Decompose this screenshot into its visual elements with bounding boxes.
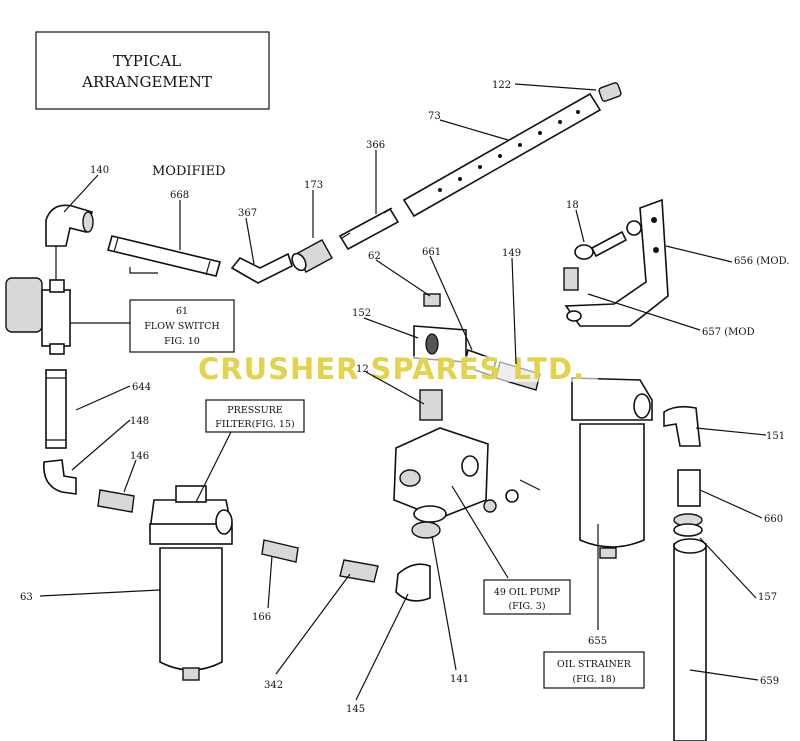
part-145-elbow	[395, 563, 431, 602]
label-644: 644	[132, 382, 151, 393]
callout-flow-switch: 61 FLOW SWITCH FIG. 10	[129, 299, 235, 353]
part-141-fitting	[411, 505, 447, 539]
label-655: 655	[588, 636, 607, 647]
part-157-coupling	[673, 513, 703, 537]
part-668-nipple	[107, 235, 221, 277]
label-18: 18	[566, 200, 579, 211]
label-145: 145	[346, 704, 365, 715]
part-122-plug	[598, 82, 622, 102]
part-73-perforated-pipe	[402, 92, 602, 218]
part-659-pipe	[673, 538, 707, 741]
label-63: 63	[20, 592, 33, 603]
label-152: 152	[352, 308, 371, 319]
pressure-filter-line-1: PRESSURE	[227, 405, 282, 416]
part-657-screw	[563, 267, 582, 322]
label-73: 73	[428, 111, 441, 122]
part-367-street-elbow	[230, 252, 293, 284]
part-656-bracket	[564, 198, 669, 327]
label-166: 166	[252, 612, 271, 623]
part-140-elbow	[45, 204, 94, 247]
title-line-2: ARRANGEMENT	[81, 73, 212, 91]
part-342-union	[339, 559, 379, 583]
part-18-bolt	[574, 220, 642, 260]
title-box: TYPICAL ARRANGEMENT	[35, 31, 270, 110]
label-660: 660	[764, 514, 783, 525]
part-62-plug	[423, 293, 441, 307]
flow-switch-line-3: FIG. 10	[164, 336, 200, 347]
part-151-elbow	[663, 405, 701, 447]
label-157: 157	[758, 592, 777, 603]
label-12: 12	[356, 364, 369, 375]
label-342: 342	[264, 680, 283, 691]
label-657: 657 (MOD	[702, 327, 755, 338]
part-660-nipple	[677, 469, 701, 507]
part-173-coupling	[291, 239, 333, 273]
part-655-oil-strainer	[571, 377, 653, 559]
flow-switch-line-1: 61	[176, 306, 188, 317]
watermark-text: CRUSHER SPARES LTD.	[198, 352, 585, 386]
label-656: 656 (MOD.	[734, 256, 789, 267]
title-line-1: TYPICAL	[113, 52, 181, 70]
label-367: 367	[238, 208, 257, 219]
watermark-backdrop	[194, 356, 598, 382]
part-146-union	[97, 489, 135, 513]
modified-label: MODIFIED	[152, 164, 226, 179]
oil-pump-line-1: 49 OIL PUMP	[494, 587, 561, 598]
part-61-flow-switch	[5, 277, 71, 355]
part-labels: 122 73 366 173 367 668 140 18 656 (MOD. …	[20, 80, 789, 715]
part-166-nipple	[261, 539, 299, 563]
label-148: 148	[130, 416, 149, 427]
label-122: 122	[492, 80, 511, 91]
label-661: 661	[422, 247, 441, 258]
part-49-oil-pump	[393, 427, 541, 519]
oil-strainer-line-2: (FIG. 18)	[572, 674, 615, 685]
callout-oil-strainer: OIL STRAINER (FIG. 18)	[543, 651, 645, 689]
part-12-nipple	[419, 389, 443, 421]
callout-pressure-filter: PRESSURE FILTER(FIG. 15)	[205, 399, 305, 433]
bracket-mark	[129, 267, 158, 274]
pressure-filter-line-2: FILTER(FIG. 15)	[215, 419, 294, 430]
label-668: 668	[170, 190, 189, 201]
label-151: 151	[766, 431, 785, 442]
label-149: 149	[502, 248, 521, 259]
label-146: 146	[130, 451, 149, 462]
label-659: 659	[760, 676, 779, 687]
oil-pump-line-2: (FIG. 3)	[508, 601, 545, 612]
oil-strainer-line-1: OIL STRAINER	[557, 659, 632, 670]
label-141: 141	[450, 674, 469, 685]
part-148-elbow	[43, 459, 77, 495]
label-173: 173	[304, 180, 323, 191]
label-140: 140	[90, 165, 109, 176]
leader-lines	[39, 83, 767, 701]
callout-oil-pump: 49 OIL PUMP (FIG. 3)	[483, 579, 571, 615]
part-63-pressure-filter	[149, 485, 233, 681]
flow-switch-line-2: FLOW SWITCH	[144, 321, 219, 332]
part-644-nipple	[45, 369, 67, 449]
part-366-nipple	[338, 207, 400, 251]
label-366: 366	[366, 140, 385, 151]
label-62: 62	[368, 251, 381, 262]
